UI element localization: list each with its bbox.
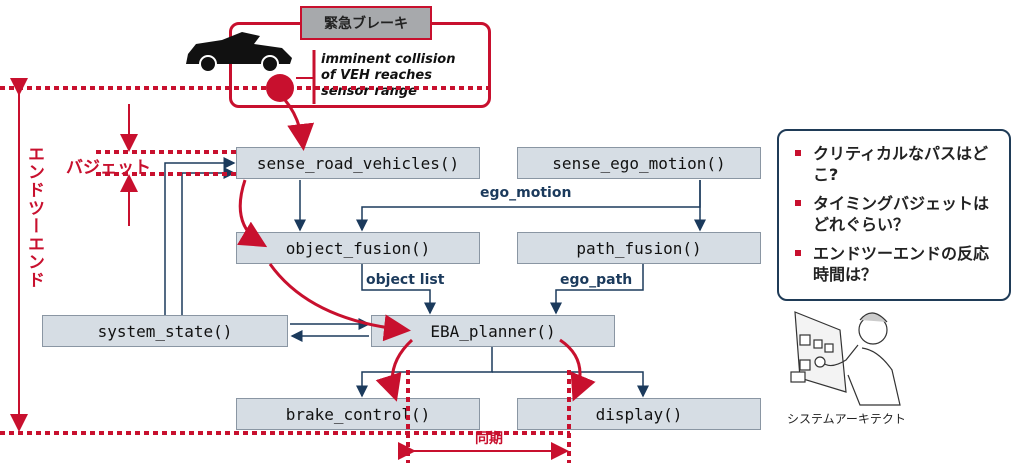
budget-label: バジェット	[66, 158, 151, 178]
object-list-label: object list	[364, 272, 447, 288]
questions-box: クリティカルなパスはどこ? タイミングバジェットはどれぐらい？ エンドツーエンド…	[777, 129, 1011, 301]
path-fusion-box: path_fusion()	[517, 232, 761, 264]
question-item: タイミングバジェットはどれぐらい？	[795, 193, 999, 235]
ego-path-label: ego_path	[558, 272, 635, 288]
system-state-box: system_state()	[42, 315, 288, 347]
ego-motion-label: ego_motion	[478, 185, 574, 201]
object-fusion-box: object_fusion()	[236, 232, 480, 264]
question-item: クリティカルなパスはどこ?	[795, 143, 999, 185]
sense-ego-motion-box: sense_ego_motion()	[517, 147, 761, 179]
emergency-title: 緊急ブレーキ	[300, 6, 432, 40]
sense-road-vehicles-box: sense_road_vehicles()	[236, 147, 480, 179]
eba-planner-box: EBA_planner()	[371, 315, 615, 347]
question-item: エンドツーエンドの反応時間は？	[795, 243, 999, 285]
emergency-description: imminent collision of VEH reaches sensor…	[321, 52, 456, 99]
end-to-end-label: エンドツーエンド	[24, 145, 44, 289]
brake-control-box: brake_control()	[236, 398, 480, 430]
architect-label: システムアーキテクト	[787, 412, 906, 426]
display-box: display()	[517, 398, 761, 430]
sync-label: 同期	[475, 431, 503, 447]
